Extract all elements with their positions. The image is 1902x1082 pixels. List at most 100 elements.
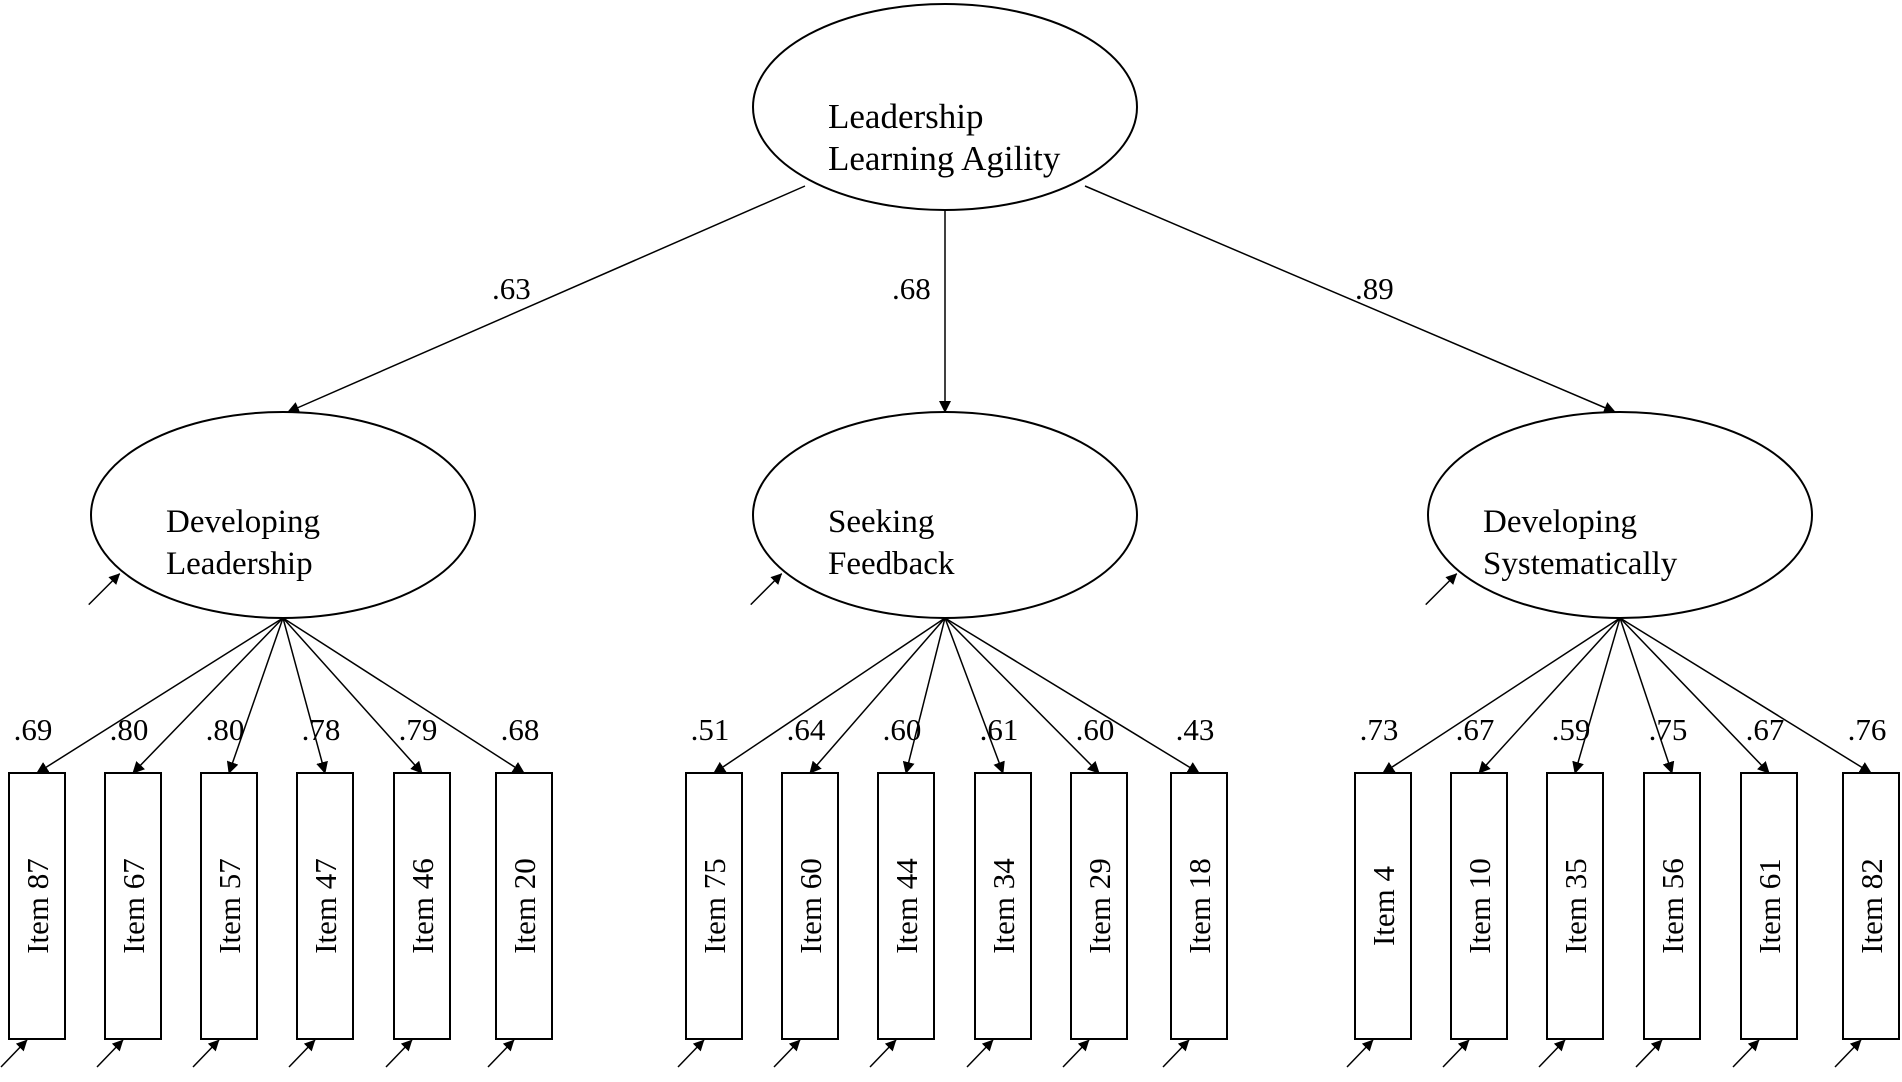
- seeking-feedback-item-3-loading: .60: [883, 712, 922, 747]
- seeking-feedback-item-6-label: Item 18: [1182, 858, 1217, 954]
- seeking-feedback-item-2-label: Item 60: [793, 858, 828, 954]
- developing-leadership-item-6-box: [495, 772, 553, 1040]
- edges-layer: [0, 185, 1872, 1068]
- developing-systematically-disturbance-arrow: [1425, 573, 1458, 606]
- developing-systematically-item-2-label: Item 10: [1462, 858, 1497, 954]
- seeking-feedback-item-4-error-arrow: [966, 1039, 994, 1068]
- developing-systematically-item-3-label: Item 35: [1558, 858, 1593, 954]
- seeking-feedback-label-line-1: Seeking: [828, 504, 934, 540]
- seeking-feedback-item-1-error-arrow: [677, 1039, 705, 1068]
- seeking-feedback-item-5-error-arrow: [1062, 1039, 1090, 1068]
- developing-systematically-item-5-label: Item 61: [1752, 858, 1787, 954]
- developing-leadership-item-3-box: [200, 772, 258, 1040]
- developing-leadership-item-6-loading: .68: [501, 712, 540, 747]
- developing-leadership-item-6-loading-arrow: [282, 617, 525, 774]
- developing-systematically-item-2-loading-arrow: [1478, 617, 1621, 774]
- developing-systematically-item-2-box: [1450, 772, 1508, 1040]
- developing-systematically-item-6-box: [1842, 772, 1900, 1040]
- developing-leadership-ellipse: [90, 411, 476, 619]
- seeking-feedback-item-4-box: [974, 772, 1032, 1040]
- developing-leadership-item-1-error-arrow: [0, 1039, 28, 1068]
- developing-systematically-item-4-error-arrow: [1635, 1039, 1663, 1068]
- developing-systematically-item-5-error-arrow: [1732, 1039, 1760, 1068]
- developing-leadership-item-3-loading-arrow: [226, 617, 284, 774]
- seeking-feedback-ellipse: [752, 411, 1138, 619]
- developing-systematically-item-5-loading-arrow: [1619, 617, 1770, 774]
- top-factor-ellipse: [752, 3, 1138, 211]
- developing-systematically-item-2-loading: .67: [1456, 712, 1495, 747]
- developing-systematically-item-3-error-arrow: [1538, 1039, 1566, 1068]
- developing-leadership-item-1-label: Item 87: [20, 858, 55, 954]
- seeking-feedback-item-3-loading-arrow: [902, 617, 946, 774]
- developing-leadership-item-4-label: Item 47: [308, 858, 343, 954]
- developing-systematically-item-3-loading: .59: [1552, 712, 1591, 747]
- seeking-feedback-item-3-box: [877, 772, 935, 1040]
- developing-leadership-item-1-box: [8, 772, 66, 1040]
- developing-systematically-item-1-loading-arrow: [1382, 617, 1621, 774]
- developing-leadership-item-4-loading-arrow: [282, 617, 328, 774]
- seeking-feedback-item-5-label: Item 29: [1082, 858, 1117, 954]
- developing-leadership-item-5-box: [393, 772, 451, 1040]
- seeking-feedback-item-5-box: [1070, 772, 1128, 1040]
- seeking-feedback-item-5-loading: .60: [1076, 712, 1115, 747]
- seeking-feedback-item-6-error-arrow: [1162, 1039, 1190, 1068]
- developing-leadership-item-2-label: Item 67: [116, 858, 151, 954]
- developing-systematically-item-5-loading: .67: [1746, 712, 1785, 747]
- developing-systematically-label-line-2: Systematically: [1483, 546, 1678, 582]
- developing-systematically-item-1-loading: .73: [1360, 712, 1399, 747]
- seeking-feedback-item-4-loading-arrow: [944, 617, 1005, 774]
- developing-leadership-item-5-label: Item 46: [405, 858, 440, 954]
- top-factor-line-2: Learning Agility: [828, 139, 1061, 178]
- developing-leadership-item-2-error-arrow: [96, 1039, 124, 1068]
- seeking-feedback-item-1-loading-arrow: [713, 617, 946, 774]
- developing-systematically-path-coefficient: .89: [1355, 271, 1394, 306]
- developing-systematically-item-6-error-arrow: [1834, 1039, 1862, 1068]
- seeking-feedback-item-4-loading: .61: [980, 712, 1019, 747]
- developing-systematically-item-1-box: [1354, 772, 1412, 1040]
- seeking-feedback-item-3-label: Item 44: [889, 858, 924, 954]
- developing-systematically-item-5-box: [1740, 772, 1798, 1040]
- developing-systematically-item-2-error-arrow: [1442, 1039, 1470, 1068]
- developing-systematically-path-arrow: [1084, 185, 1616, 414]
- developing-systematically-item-4-box: [1643, 772, 1701, 1040]
- top-factor-label: Leadership Learning Agility: [828, 97, 1061, 178]
- seeking-feedback-item-1-loading: .51: [691, 712, 730, 747]
- developing-leadership-path-coefficient: .63: [492, 271, 531, 306]
- developing-leadership-item-3-error-arrow: [192, 1039, 220, 1068]
- seeking-feedback-label-line-2: Feedback: [828, 546, 955, 582]
- developing-leadership-item-6-label: Item 20: [507, 858, 542, 954]
- seeking-feedback-item-6-box: [1170, 772, 1228, 1040]
- developing-systematically-item-4-loading: .75: [1649, 712, 1688, 747]
- developing-systematically-item-3-loading-arrow: [1572, 617, 1621, 774]
- developing-leadership-item-5-loading-arrow: [282, 617, 423, 774]
- developing-leadership-item-2-loading-arrow: [132, 617, 284, 774]
- developing-systematically-item-1-label: Item 4: [1366, 865, 1401, 946]
- developing-leadership-label-line-2: Leadership: [166, 546, 313, 582]
- developing-leadership-item-5-error-arrow: [385, 1039, 413, 1068]
- developing-systematically-item-6-label: Item 82: [1854, 858, 1889, 954]
- seeking-feedback-item-2-loading-arrow: [809, 617, 946, 774]
- developing-systematically-item-3-box: [1546, 772, 1604, 1040]
- developing-leadership-item-3-loading: .80: [206, 712, 245, 747]
- seeking-feedback-item-3-error-arrow: [869, 1039, 897, 1068]
- shapes-layer: Leadership Learning Agility: [8, 3, 1900, 1040]
- developing-systematically-item-4-loading-arrow: [1619, 617, 1675, 774]
- seeking-feedback-item-1-box: [685, 772, 743, 1040]
- seeking-feedback-item-2-box: [781, 772, 839, 1040]
- seeking-feedback-item-4-label: Item 34: [986, 858, 1021, 954]
- seeking-feedback-item-2-error-arrow: [773, 1039, 801, 1068]
- developing-leadership-item-1-loading: .69: [14, 712, 53, 747]
- developing-leadership-item-4-error-arrow: [288, 1039, 316, 1068]
- developing-leadership-disturbance-arrow: [88, 573, 121, 606]
- developing-leadership-item-2-box: [104, 772, 162, 1040]
- seeking-feedback-path-coefficient: .68: [892, 271, 931, 306]
- developing-systematically-item-1-error-arrow: [1346, 1039, 1374, 1068]
- developing-systematically-ellipse: [1427, 411, 1813, 619]
- top-factor-line-1: Leadership: [828, 97, 983, 136]
- developing-leadership-item-1-loading-arrow: [36, 617, 284, 774]
- developing-leadership-item-4-loading: .78: [302, 712, 341, 747]
